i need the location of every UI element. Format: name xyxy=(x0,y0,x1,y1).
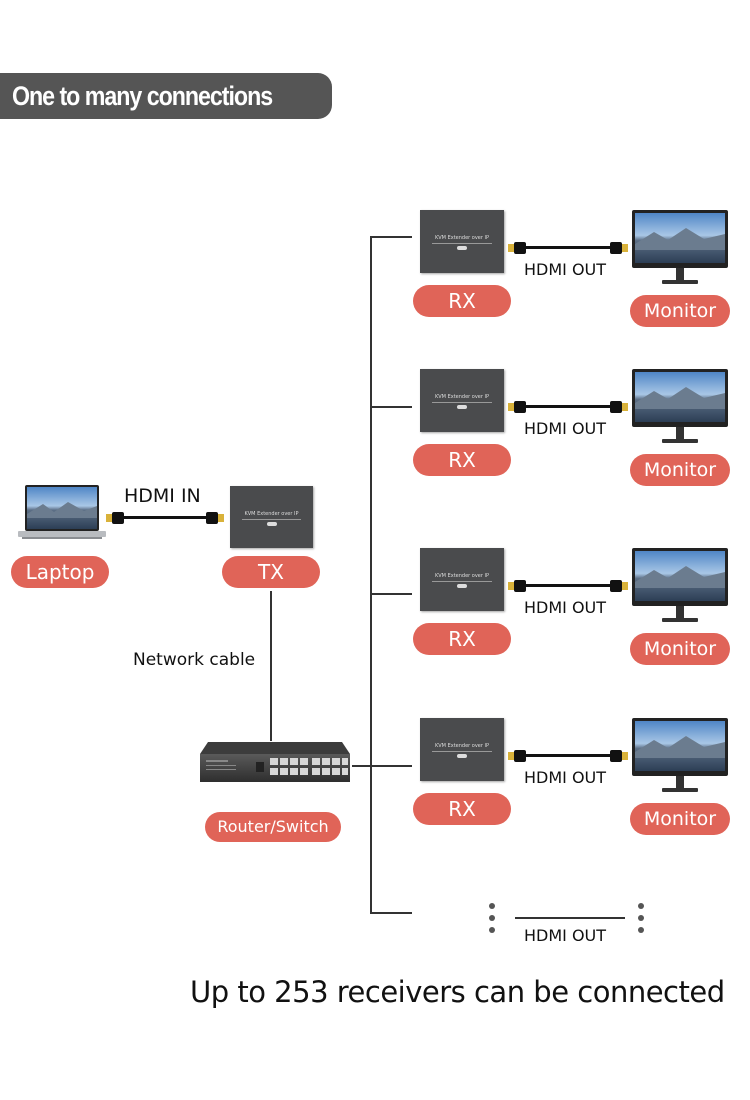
hdmi-out-label: HDMI OUT xyxy=(524,260,607,279)
laptop-label: Laptop xyxy=(11,556,109,588)
rx-device-text: KVM Extender over IP xyxy=(434,394,490,400)
router-switch-icon xyxy=(200,742,350,782)
monitor-icon xyxy=(632,718,728,792)
bus-vertical-line xyxy=(370,236,372,914)
hdmi-cable-icon xyxy=(508,580,628,592)
more-hdmi-label: HDMI OUT xyxy=(524,926,607,945)
tx-label: TX xyxy=(222,556,320,588)
bus-branch-4 xyxy=(352,765,412,767)
rx-label: RX xyxy=(413,285,511,317)
rx-label: RX xyxy=(413,623,511,655)
more-dot xyxy=(638,915,644,921)
monitor-label: Monitor xyxy=(630,803,730,835)
more-dot xyxy=(489,903,495,909)
hdmi-out-label: HDMI OUT xyxy=(524,598,607,617)
router-switch-label: Router/Switch xyxy=(205,812,341,842)
more-dot xyxy=(638,927,644,933)
more-dot xyxy=(638,903,644,909)
rx-device: KVM Extender over IP xyxy=(420,369,504,432)
monitor-label: Monitor xyxy=(630,295,730,327)
bus-branch-2 xyxy=(370,406,412,408)
bus-branch-5 xyxy=(370,912,412,914)
hdmi-out-label: HDMI OUT xyxy=(524,768,607,787)
banner-title: One to many connections xyxy=(12,81,273,111)
rx-device-text: KVM Extender over IP xyxy=(434,573,490,579)
hdmi-cable-icon xyxy=(106,512,224,524)
rx-device: KVM Extender over IP xyxy=(420,718,504,781)
bus-branch-1 xyxy=(370,236,412,238)
bus-branch-3 xyxy=(370,593,412,595)
more-hdmi-line xyxy=(515,917,625,919)
rx-device-text: KVM Extender over IP xyxy=(434,235,490,241)
rx-device-text: KVM Extender over IP xyxy=(434,743,490,749)
footer-caption: Up to 253 receivers can be connected xyxy=(190,975,725,1009)
hdmi-cable-icon xyxy=(508,242,628,254)
hdmi-cable-icon xyxy=(508,401,628,413)
laptop-icon xyxy=(18,485,106,539)
rx-device: KVM Extender over IP xyxy=(420,548,504,611)
tx-device-text: KVM Extender over IP xyxy=(244,511,299,517)
hdmi-cable-icon xyxy=(508,750,628,762)
tx-device: KVM Extender over IP xyxy=(230,486,313,548)
section-banner: One to many connections xyxy=(0,73,332,119)
network-cable-line xyxy=(270,591,272,741)
monitor-label: Monitor xyxy=(630,454,730,486)
more-dot xyxy=(489,915,495,921)
hdmi-out-label: HDMI OUT xyxy=(524,419,607,438)
hdmi-in-label: HDMI IN xyxy=(124,485,201,507)
monitor-icon xyxy=(632,210,728,284)
rx-label: RX xyxy=(413,444,511,476)
more-dot xyxy=(489,927,495,933)
network-cable-label: Network cable xyxy=(133,650,256,670)
monitor-icon xyxy=(632,548,728,622)
rx-label: RX xyxy=(413,793,511,825)
rx-device: KVM Extender over IP xyxy=(420,210,504,273)
monitor-icon xyxy=(632,369,728,443)
monitor-label: Monitor xyxy=(630,633,730,665)
